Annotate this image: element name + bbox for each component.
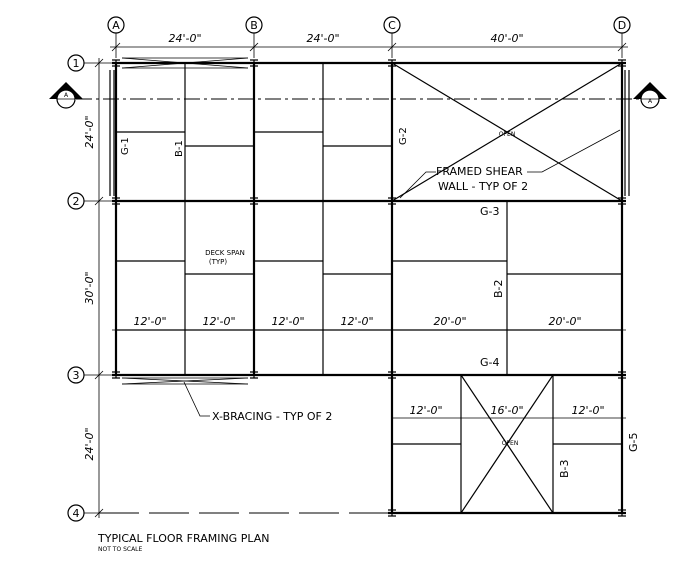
- svg-text:A: A: [112, 19, 120, 32]
- label-g3: G-3: [480, 205, 500, 218]
- dimension-23: 30'-0": [83, 271, 96, 304]
- svg-text:A: A: [648, 98, 653, 105]
- grid-bubble-a: A: [107, 16, 125, 58]
- svg-text:12'-0": 12'-0": [340, 315, 373, 328]
- svg-text:12'-0": 12'-0": [571, 404, 604, 417]
- open-area-upper: OPEN: [391, 62, 623, 202]
- svg-text:20'-0": 20'-0": [433, 315, 466, 328]
- svg-text:3: 3: [73, 369, 80, 382]
- dimension-bc: 24'-0": [306, 32, 339, 45]
- svg-text:C: C: [388, 19, 396, 32]
- deck-span-label: DECK SPAN: [205, 249, 245, 257]
- grid-bubble-1: 1: [67, 54, 112, 72]
- dimension-12: 24'-0": [83, 115, 96, 148]
- infill-beams-bay1: [116, 63, 392, 201]
- bay2-dimension-string: 12'-0" 12'-0" 12'-0" 12'-0" 20'-0" 20'-0…: [112, 315, 626, 331]
- svg-text:2: 2: [73, 195, 80, 208]
- shear-wall-note: FRAMED SHEAR WALL - TYP OF 2: [399, 129, 621, 199]
- drawing-subtitle: NOT TO SCALE: [98, 546, 143, 553]
- infill-beams-bay2: [116, 201, 622, 375]
- label-b3: B-3: [558, 459, 571, 478]
- svg-text:D: D: [618, 19, 626, 32]
- open-label-upper: OPEN: [499, 131, 516, 138]
- infill-beams-bay3: OPEN: [392, 374, 626, 514]
- drawing-title: TYPICAL FLOOR FRAMING PLAN: [97, 532, 269, 545]
- section-marker-right: A: [633, 82, 667, 109]
- grid-bubble-2: 2: [67, 192, 112, 210]
- open-label-lower: OPEN: [502, 440, 519, 447]
- dimension-cd: 40'-0": [490, 32, 523, 45]
- bay3-dimension-string: 12'-0" 16'-0" 12'-0": [409, 404, 604, 417]
- x-bracing-row3: [121, 377, 249, 385]
- deck-span-sub: (TYP): [209, 258, 228, 266]
- left-dimension-string: 24'-0" 30'-0" 24'-0": [83, 58, 104, 518]
- shear-walls: [109, 70, 630, 196]
- label-g2: G-2: [398, 127, 409, 145]
- dimension-34: 24'-0": [83, 427, 96, 460]
- grid-line-girders: [99, 61, 626, 515]
- label-g4: G-4: [480, 356, 500, 369]
- svg-text:B: B: [250, 19, 258, 32]
- svg-text:1: 1: [73, 57, 80, 70]
- svg-text:FRAMED SHEAR: FRAMED SHEAR: [436, 165, 523, 178]
- svg-text:20'-0": 20'-0": [548, 315, 581, 328]
- svg-text:X-BRACING - TYP OF 2: X-BRACING - TYP OF 2: [212, 410, 332, 423]
- dimension-ab: 24'-0": [168, 32, 201, 45]
- svg-text:WALL - TYP OF 2: WALL - TYP OF 2: [438, 180, 528, 193]
- svg-text:A: A: [64, 92, 69, 99]
- label-g5: G-5: [627, 433, 640, 453]
- section-marker-left: A: [49, 82, 83, 109]
- grid-bubble-3: 3: [67, 366, 112, 384]
- label-b1: B-1: [174, 140, 185, 157]
- svg-text:12'-0": 12'-0": [133, 315, 166, 328]
- grid-bubble-d: D: [613, 16, 631, 58]
- svg-text:12'-0": 12'-0": [202, 315, 235, 328]
- label-g1: G-1: [120, 137, 131, 155]
- svg-text:16'-0": 16'-0": [490, 404, 523, 417]
- svg-text:12'-0": 12'-0": [409, 404, 442, 417]
- top-dimension-string: 24'-0" 24'-0" 40'-0": [110, 32, 628, 52]
- label-b2: B-2: [492, 279, 505, 298]
- svg-text:4: 4: [73, 507, 80, 520]
- column-markers: [112, 59, 626, 517]
- x-bracing-note: X-BRACING - TYP OF 2: [183, 381, 332, 423]
- grid-bubble-b: B: [245, 16, 263, 58]
- grid-bubble-c: C: [383, 16, 401, 58]
- svg-text:12'-0": 12'-0": [271, 315, 304, 328]
